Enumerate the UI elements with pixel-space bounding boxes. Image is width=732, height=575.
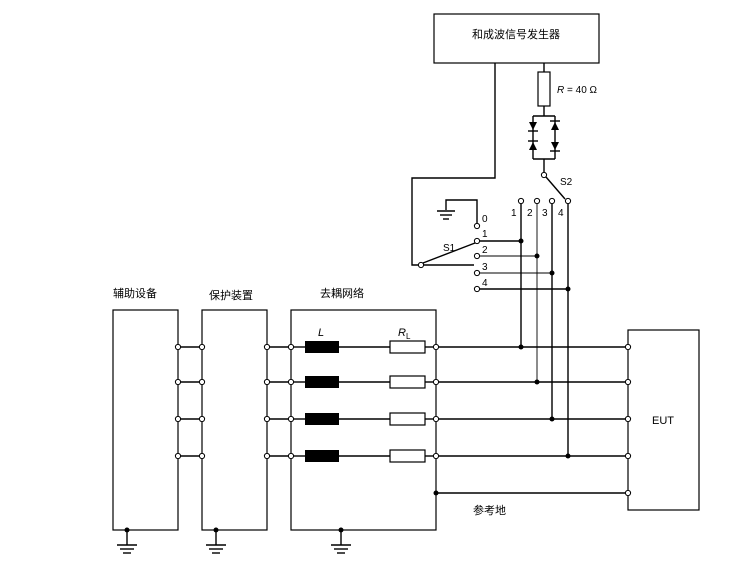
- diode-array: [528, 115, 560, 160]
- switch-s2-label: S2: [560, 177, 573, 188]
- s2-position-2: 2: [527, 208, 533, 219]
- junction-dot: [534, 253, 540, 259]
- ground-icon: [117, 527, 137, 554]
- inductor-l1: [305, 341, 339, 353]
- protection-device-box: [201, 309, 268, 531]
- junction-dot: [549, 416, 555, 422]
- eut-ground-terminal: [624, 489, 632, 497]
- s1-position-2: 2: [482, 245, 488, 256]
- junction-dot: [565, 286, 571, 292]
- line-resistor-1: [389, 340, 426, 354]
- auxiliary-equipment-box: [112, 309, 179, 531]
- switch-s2: [517, 171, 572, 205]
- inductor-l3: [305, 413, 339, 425]
- auxiliary-equipment-label: 辅助设备: [113, 286, 157, 300]
- inductor-label: L: [318, 327, 324, 339]
- s2-position-3: 3: [542, 208, 548, 219]
- line-terminals: [174, 343, 632, 460]
- signal-generator-label: 和成波信号发生器: [472, 27, 560, 41]
- junction-dot: [518, 344, 524, 350]
- s1-position-4: 4: [482, 278, 488, 289]
- s1-position-1: 1: [482, 229, 488, 240]
- eut-box: [627, 329, 700, 511]
- s1-position-3: 3: [482, 262, 488, 273]
- line-resistor-3: [389, 412, 426, 426]
- generator-to-s1-wire: [411, 63, 496, 266]
- line-resistor-label: RL: [398, 327, 411, 341]
- decoupling-network-label: 去耦网络: [320, 286, 364, 300]
- reference-ground-label: 参考地: [473, 503, 506, 517]
- coupling-resistor: [537, 71, 551, 107]
- eut-label: EUT: [652, 415, 674, 427]
- ground-icon: [331, 527, 351, 554]
- s1-ground-wire: [445, 199, 478, 223]
- line-resistor-2: [389, 375, 426, 389]
- switch-s1: [417, 222, 481, 293]
- protection-device-label: 保护装置: [209, 288, 253, 302]
- s1-position-0: 0: [482, 214, 488, 225]
- signal-lines: [178, 346, 628, 457]
- junction-dot: [534, 379, 540, 385]
- ground-icon: [206, 527, 226, 554]
- s2-position-4: 4: [558, 208, 564, 219]
- inductor-l4: [305, 450, 339, 462]
- inductor-l2: [305, 376, 339, 388]
- line-resistor-4: [389, 449, 426, 463]
- junction-dot: [565, 453, 571, 459]
- signal-generator-box: [433, 13, 600, 64]
- s2-position-1: 1: [511, 208, 517, 219]
- resistor-label: R = 40 Ω: [557, 85, 598, 96]
- junction-dot: [549, 270, 555, 276]
- junction-dot: [433, 490, 439, 496]
- switch-s1-label: S1: [443, 243, 456, 254]
- s1-ground-icon: [437, 210, 455, 220]
- junction-dot: [518, 238, 524, 244]
